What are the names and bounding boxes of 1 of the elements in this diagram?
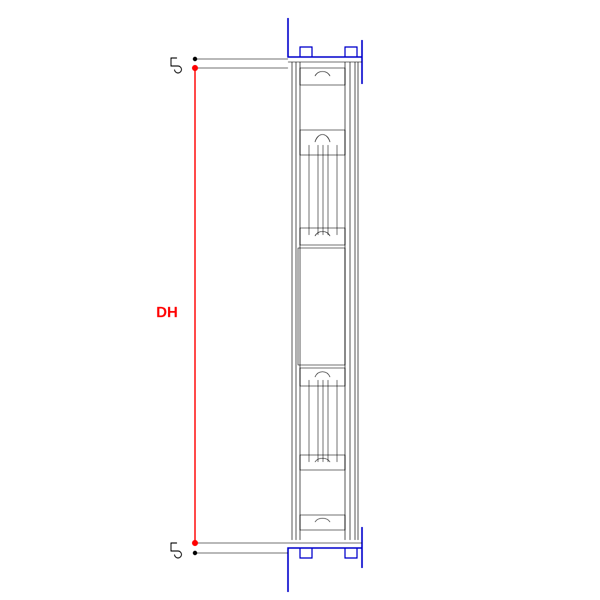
dimension-label: DH — [157, 306, 177, 318]
